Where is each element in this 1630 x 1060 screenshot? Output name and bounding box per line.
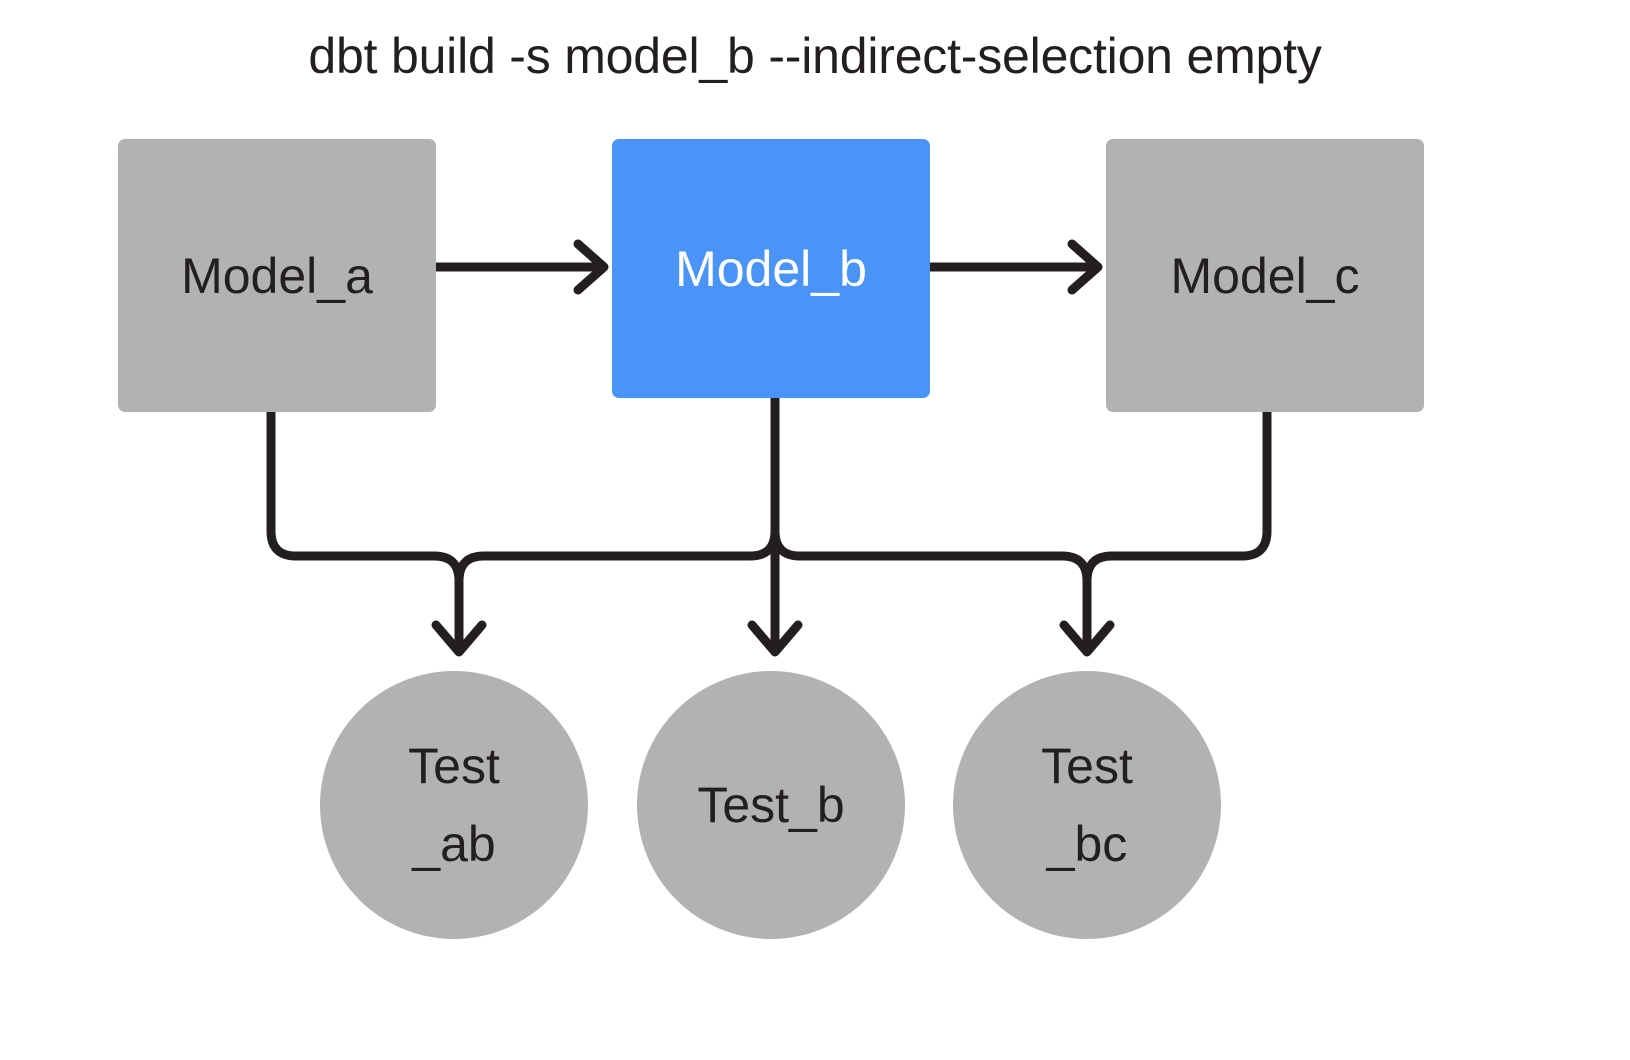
diagram-title: dbt build -s model_b --indirect-selectio… <box>308 28 1322 84</box>
edge-model-a-to-test-ab <box>266 395 487 657</box>
node-model-b-label: Model_b <box>675 240 867 297</box>
node-model-a[interactable]: Model_a <box>118 139 436 412</box>
edge-model-b-to-model-c <box>925 239 1103 295</box>
edge-model-b-to-test-bc <box>770 393 1092 653</box>
edge-model-b-to-test-ab <box>454 393 780 653</box>
arrowhead-icon <box>1067 239 1103 295</box>
node-test-b[interactable]: Test_b <box>637 671 905 939</box>
node-test-b-label: Test_b <box>697 777 845 833</box>
node-model-c-label: Model_c <box>1170 247 1360 304</box>
node-test-bc[interactable]: Test _bc <box>953 671 1221 939</box>
edge-model-a-to-model-b <box>431 239 609 295</box>
node-model-a-label: Model_a <box>181 247 373 304</box>
node-model-b[interactable]: Model_b <box>612 139 930 398</box>
arrowhead-icon <box>573 239 609 295</box>
node-test-ab[interactable]: Test _ab <box>320 671 588 939</box>
node-test-bc-label: Test _bc <box>1041 738 1133 872</box>
edge-model-c-to-test-bc <box>1059 395 1272 657</box>
node-model-c[interactable]: Model_c <box>1106 139 1424 412</box>
arrowhead-icon <box>1059 620 1115 657</box>
arrowhead-icon <box>747 620 803 657</box>
node-test-ab-label: Test _ab <box>408 738 500 872</box>
